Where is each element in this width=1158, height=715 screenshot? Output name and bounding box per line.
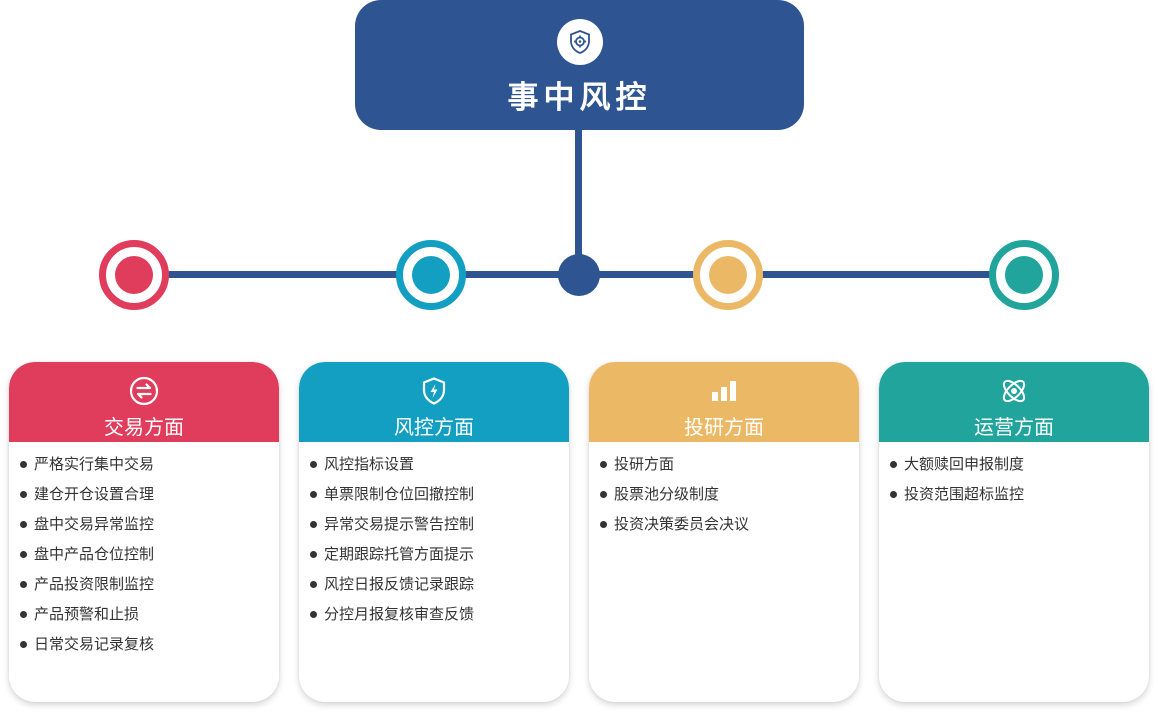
atom-icon (998, 375, 1030, 407)
list-item: 投资决策委员会决议 (600, 512, 859, 542)
risk-node (396, 240, 466, 310)
list-item: 异常交易提示警告控制 (310, 512, 569, 542)
operations-card-title: 运营方面 (974, 415, 1054, 439)
list-item: 投研方面 (600, 452, 859, 482)
research-card-title: 投研方面 (684, 415, 764, 439)
shield-gear-icon (557, 19, 603, 65)
risk-card-title: 风控方面 (394, 415, 474, 439)
trading-card: 交易方面 严格实行集中交易 建仓开仓设置合理 盘中交易异常监控 盘中产品仓位控制… (9, 362, 279, 702)
research-node (693, 240, 763, 310)
trading-card-header: 交易方面 (9, 362, 279, 442)
trading-card-title: 交易方面 (104, 415, 184, 439)
trading-node (99, 240, 169, 310)
list-item: 大额赎回申报制度 (890, 452, 1149, 482)
list-item: 严格实行集中交易 (20, 452, 279, 482)
risk-item-list: 风控指标设置 单票限制仓位回撤控制 异常交易提示警告控制 定期跟踪托管方面提示 … (299, 442, 569, 632)
bar-chart-icon (708, 375, 740, 407)
list-item: 产品预警和止损 (20, 602, 279, 632)
list-item: 投资范围超标监控 (890, 482, 1149, 512)
shield-lightning-icon (418, 375, 450, 407)
list-item: 产品投资限制监控 (20, 572, 279, 602)
operations-card-header: 运营方面 (879, 362, 1149, 442)
list-item: 建仓开仓设置合理 (20, 482, 279, 512)
operations-item-list: 大额赎回申报制度 投资范围超标监控 (879, 442, 1149, 512)
operations-node (989, 240, 1059, 310)
list-item: 股票池分级制度 (600, 482, 859, 512)
research-item-list: 投研方面 股票池分级制度 投资决策委员会决议 (589, 442, 859, 542)
risk-card-header: 风控方面 (299, 362, 569, 442)
research-card-header: 投研方面 (589, 362, 859, 442)
list-item: 盘中交易异常监控 (20, 512, 279, 542)
exchange-arrows-icon (128, 375, 160, 407)
root-node: 事中风控 (355, 0, 804, 130)
vertical-connector (575, 128, 582, 276)
list-item: 定期跟踪托管方面提示 (310, 542, 569, 572)
trading-item-list: 严格实行集中交易 建仓开仓设置合理 盘中交易异常监控 盘中产品仓位控制 产品投资… (9, 442, 279, 662)
list-item: 分控月报复核审查反馈 (310, 602, 569, 632)
root-title: 事中风控 (507, 80, 652, 116)
list-item: 日常交易记录复核 (20, 632, 279, 662)
list-item: 单票限制仓位回撤控制 (310, 482, 569, 512)
list-item: 风控日报反馈记录跟踪 (310, 572, 569, 602)
center-junction-dot (558, 254, 600, 296)
risk-card: 风控方面 风控指标设置 单票限制仓位回撤控制 异常交易提示警告控制 定期跟踪托管… (299, 362, 569, 702)
research-card: 投研方面 投研方面 股票池分级制度 投资决策委员会决议 (589, 362, 859, 702)
operations-card: 运营方面 大额赎回申报制度 投资范围超标监控 (879, 362, 1149, 702)
list-item: 风控指标设置 (310, 452, 569, 482)
list-item: 盘中产品仓位控制 (20, 542, 279, 572)
